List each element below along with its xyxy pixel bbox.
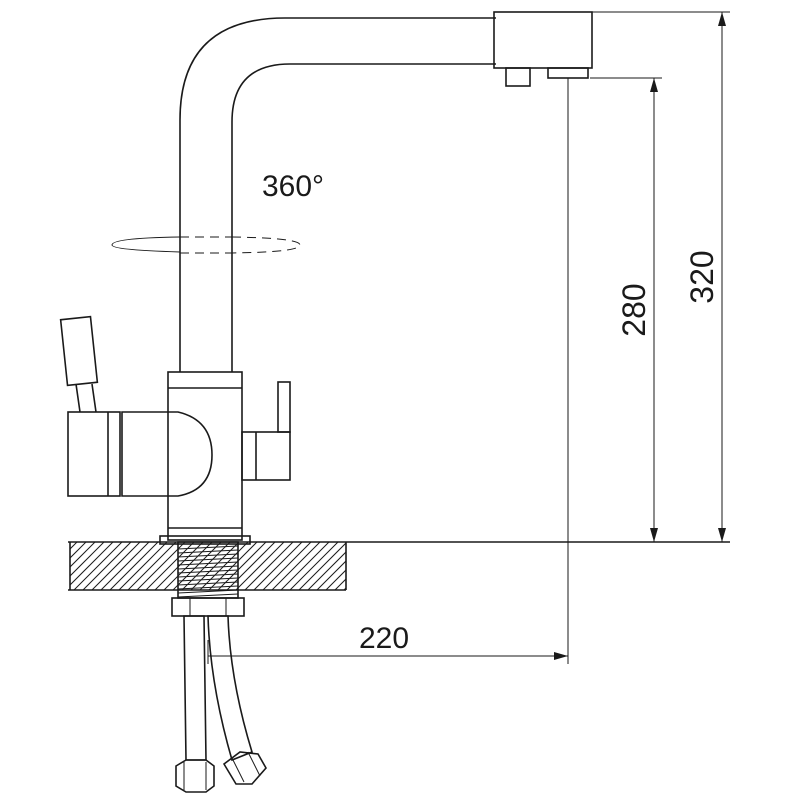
hose-nut-right: [222, 751, 267, 785]
mixed-water-outlet: [547, 67, 589, 79]
countertop: [68, 541, 730, 591]
spout-head: [493, 11, 593, 69]
dimension-overall-height: 320: [592, 11, 730, 542]
rotation-indicator: 360°: [111, 170, 324, 254]
mounting-nut: [171, 597, 245, 617]
mounting-shank: [171, 541, 245, 617]
reach-label: 220: [359, 622, 409, 655]
dimension-spout-height: 280: [590, 77, 662, 542]
rotation-label: 360°: [262, 170, 324, 203]
filter-tap: [241, 381, 291, 481]
filtered-water-outlet: [505, 67, 531, 87]
shank-thread: [178, 545, 238, 598]
countertop-hatching: [70, 542, 346, 590]
dimension-reach: 220: [207, 78, 569, 664]
faucet-body: [159, 371, 251, 545]
base-flange: [159, 535, 251, 545]
overall-height-label: 320: [684, 250, 720, 303]
hose-nut-left: [175, 759, 215, 793]
spout-height-label: 280: [616, 283, 652, 336]
mixer-cartridge: [67, 411, 121, 497]
supply-hoses: [175, 615, 267, 793]
spout: [179, 11, 593, 372]
filter-tap-handle: [277, 381, 291, 433]
supply-hose-left: [183, 615, 207, 761]
mixer-handle: [59, 315, 99, 387]
mixer-lever: [59, 315, 213, 497]
supply-hose-right: [207, 615, 253, 762]
